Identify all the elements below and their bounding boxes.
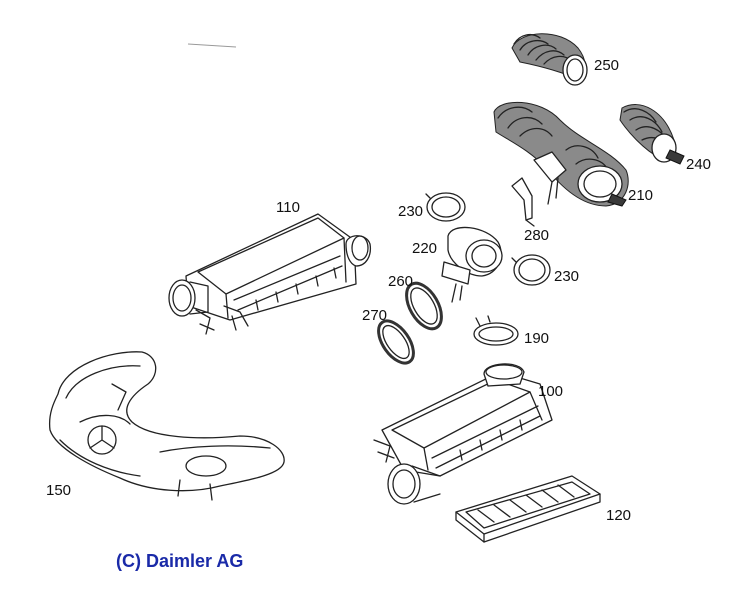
connector-220-drawing	[441, 226, 503, 303]
callout-280: 280	[524, 227, 550, 244]
callout-230-upper: 230	[398, 203, 424, 220]
bracket-280-drawing	[511, 177, 535, 227]
callout-210: 210	[628, 187, 654, 204]
engine-cover-150-drawing	[48, 351, 285, 501]
clamp-230-upper-drawing	[425, 192, 466, 222]
callout-230-right: 230	[554, 268, 580, 285]
seal-260-drawing	[405, 281, 443, 331]
callout-270: 270	[362, 307, 388, 324]
housing-110-drawing	[168, 213, 372, 335]
scan-mark	[187, 43, 237, 48]
callout-220: 220	[412, 240, 438, 257]
callout-190: 190	[524, 330, 550, 347]
housing-100-drawing	[373, 363, 553, 505]
callout-150: 150	[46, 482, 72, 499]
hose-240-drawing	[619, 104, 685, 165]
hose-210-drawing	[493, 101, 629, 207]
callout-120: 120	[606, 507, 632, 524]
copyright-notice: (C) Daimler AG	[116, 551, 244, 571]
callout-100: 100	[538, 383, 564, 400]
hose-250-drawing	[511, 33, 588, 86]
callout-250: 250	[594, 57, 620, 74]
callout-240: 240	[686, 156, 712, 173]
filter-element-120-drawing	[455, 475, 601, 543]
callout-110: 110	[276, 199, 300, 216]
clamp-230-right-drawing	[511, 254, 551, 286]
seal-270-drawing	[377, 319, 415, 365]
clamp-190-drawing	[473, 315, 519, 346]
callout-260: 260	[388, 273, 414, 290]
